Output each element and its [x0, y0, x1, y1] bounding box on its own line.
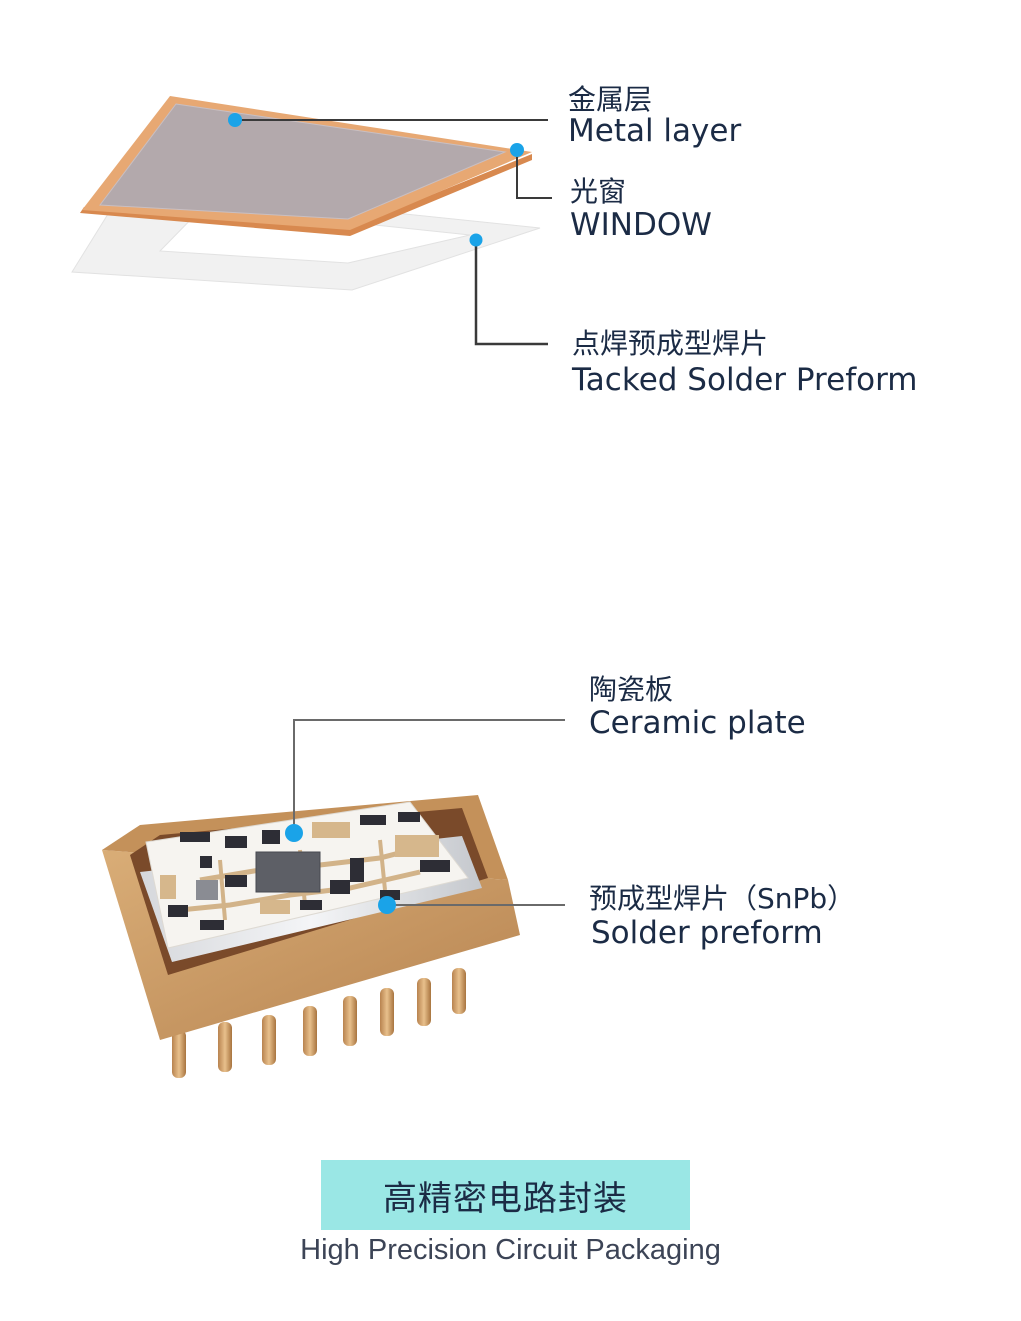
- dot-solder-preform-2: [378, 896, 396, 914]
- dot-metal-layer: [228, 113, 242, 127]
- leader-ceramic-plate: [293, 719, 565, 833]
- label-tacked-preform-en: Tacked Solder Preform: [572, 362, 918, 398]
- label-metal-layer-en: Metal layer: [568, 113, 742, 149]
- label-window-en: WINDOW: [570, 207, 712, 243]
- package-pins: [172, 968, 466, 1078]
- dot-ceramic-plate: [285, 824, 303, 842]
- label-window-zh: 光窗: [570, 175, 627, 208]
- label-solder-preform-zh: 预成型焊片（SnPb）: [589, 882, 856, 915]
- label-ceramic-plate-zh: 陶瓷板: [589, 673, 674, 706]
- title-zh: 高精密电路封装: [383, 1178, 628, 1219]
- metal-layer-edge: [80, 154, 532, 236]
- dot-window: [510, 143, 524, 157]
- label-solder-preform-en: Solder preform: [591, 915, 823, 951]
- diagram2-illustration: [102, 719, 565, 1078]
- label-ceramic-plate-en: Ceramic plate: [589, 705, 806, 741]
- dot-solder-preform: [469, 233, 483, 247]
- leader-solder-preform: [474, 240, 548, 346]
- title-en: High Precision Circuit Packaging: [300, 1234, 721, 1266]
- metal-layer-top: [100, 104, 505, 219]
- title-banner: 高精密电路封装: [321, 1160, 690, 1230]
- circuit-components: [160, 812, 450, 930]
- label-tacked-preform-zh: 点焊预成型焊片: [572, 327, 769, 360]
- label-metal-layer-zh: 金属层: [568, 83, 653, 116]
- leader-window: [516, 150, 552, 199]
- diagram1-illustration: [71, 96, 552, 346]
- main-chip: [255, 851, 321, 893]
